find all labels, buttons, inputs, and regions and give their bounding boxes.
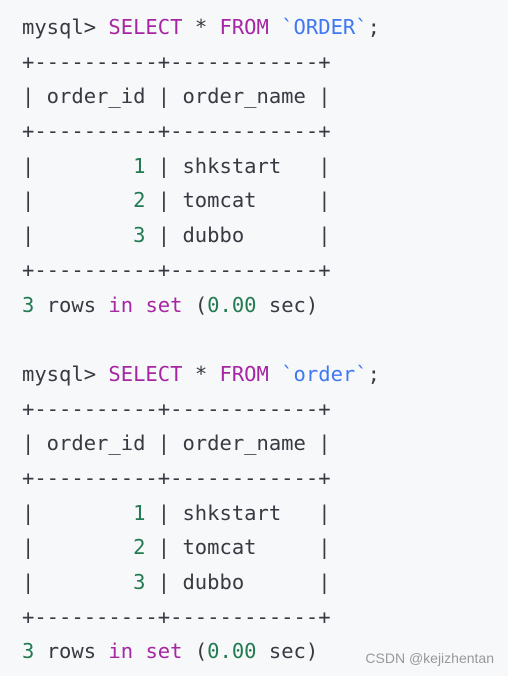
semicolon: ; [367, 361, 380, 386]
order-id-cell: 2 [133, 535, 146, 560]
order-id-cell: 3 [133, 570, 146, 594]
table-row: | 1 | shkstart | [22, 496, 508, 531]
row-separator: | [145, 188, 183, 213]
order-id-cell: 1 [133, 500, 146, 525]
select-keyword: SELECT [108, 15, 183, 39]
order-name-cell: dubbo | [182, 570, 331, 594]
time-open-paren: ( [194, 292, 208, 317]
in-keyword: in [108, 639, 134, 664]
order-id-cell: 3 [133, 223, 146, 248]
set-keyword: set [145, 639, 183, 664]
row-left-border: | [22, 153, 134, 178]
set-keyword: set [145, 292, 183, 317]
row-separator: | [145, 535, 183, 560]
in-keyword: in [108, 292, 134, 317]
query-line: mysql> SELECT * FROM `ORDER`; [22, 10, 508, 45]
csdn-watermark: CSDN @kejizhentan [365, 650, 494, 666]
time-unit: sec) [268, 292, 319, 317]
from-keyword: FROM [219, 15, 269, 39]
table-border-top: +----------+------------+ [22, 396, 331, 421]
table-row: | 2 | tomcat | [22, 183, 508, 218]
spacer [22, 322, 508, 357]
star-operator: * [194, 361, 208, 386]
row-separator: | [145, 570, 183, 594]
row-separator: | [145, 153, 183, 178]
table-row: | 3 | dubbo | [22, 218, 508, 253]
table-header-row: | order_id | order_name | [22, 431, 331, 456]
table-border-bottom: +----------+------------+ [22, 257, 331, 282]
table-row: | 1 | shkstart | [22, 149, 508, 184]
query-time: 0.00 [207, 639, 257, 664]
rows-word: rows [46, 639, 97, 664]
table-border-top: +----------+------------+ [22, 49, 331, 74]
rows-word: rows [46, 292, 97, 317]
table-row: | 3 | dubbo | [22, 565, 508, 600]
row-count: 3 [22, 639, 35, 664]
table-border-bottom: +----------+------------+ [22, 604, 331, 629]
row-separator: | [145, 223, 183, 248]
row-left-border: | [22, 500, 134, 525]
table-name: `order` [281, 361, 368, 386]
semicolon: ; [367, 15, 380, 39]
order-name-cell: tomcat | [182, 535, 331, 560]
from-keyword: FROM [219, 361, 269, 386]
row-left-border: | [22, 570, 134, 594]
table-header-row: | order_id | order_name | [22, 84, 331, 109]
order-name-cell: shkstart | [182, 500, 331, 525]
row-count: 3 [22, 292, 35, 317]
row-left-border: | [22, 535, 134, 560]
table-border-mid: +----------+------------+ [22, 465, 331, 490]
time-unit: sec) [268, 639, 319, 664]
query-line: mysql> SELECT * FROM `order`; [22, 357, 508, 392]
order-id-cell: 2 [133, 188, 146, 213]
order-name-cell: shkstart | [182, 153, 331, 178]
result-summary: 3 rows in set (0.00 sec) [22, 288, 508, 323]
table-border-mid: +----------+------------+ [22, 119, 331, 144]
table-row: | 2 | tomcat | [22, 530, 508, 565]
order-name-cell: dubbo | [182, 223, 331, 248]
select-keyword: SELECT [108, 361, 183, 386]
table-name: `ORDER` [281, 15, 368, 39]
order-name-cell: tomcat | [182, 188, 331, 213]
mysql-prompt: mysql> [22, 15, 97, 39]
row-separator: | [145, 500, 183, 525]
result-summary: 3 rows in set (0.00 sec) [22, 634, 508, 669]
mysql-prompt: mysql> [22, 361, 97, 386]
order-id-cell: 1 [133, 153, 146, 178]
row-left-border: | [22, 223, 134, 248]
row-left-border: | [22, 188, 134, 213]
star-operator: * [194, 15, 208, 39]
time-open-paren: ( [194, 639, 208, 664]
query-time: 0.00 [207, 292, 257, 317]
